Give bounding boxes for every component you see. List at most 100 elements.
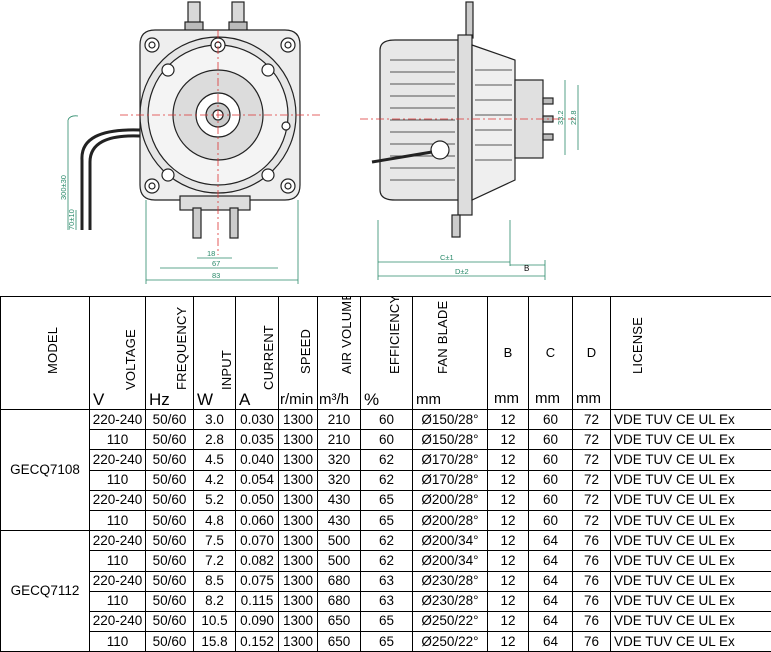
frequency-cell: 50/60 xyxy=(145,530,194,552)
d-cell: 72 xyxy=(572,469,611,491)
license-cell: VDE TUV CE UL Ex xyxy=(610,610,771,633)
license-cell: VDE TUV CE UL Ex xyxy=(610,570,771,592)
side-dimension-lines xyxy=(377,80,579,280)
c-cell: 60 xyxy=(528,509,573,532)
dim-67-label: 67 xyxy=(212,259,220,268)
frequency-cell: 50/60 xyxy=(145,469,194,491)
efficiency-cell: 65 xyxy=(360,489,413,511)
b-cell: 12 xyxy=(487,610,529,633)
dim-22-label: 22.8 xyxy=(569,110,578,125)
d-cell: 72 xyxy=(572,489,611,511)
fan-blade-cell: Ø200/34° xyxy=(412,530,488,552)
license-cell: VDE TUV CE UL Ex xyxy=(610,429,771,451)
license-cell: VDE TUV CE UL Ex xyxy=(610,408,771,431)
speed-cell: 1300 xyxy=(278,530,318,552)
current-cell: 0.075 xyxy=(235,570,279,592)
efficiency-cell: 65 xyxy=(360,509,413,532)
speed-cell: 1300 xyxy=(278,570,318,592)
efficiency-cell: 62 xyxy=(360,530,413,552)
c-cell: 64 xyxy=(528,631,573,652)
input-cell: 7.5 xyxy=(193,530,236,552)
speed-cell: 1300 xyxy=(278,631,318,652)
model-cell: GECQ7108 xyxy=(0,408,90,532)
air-volume-cell: 650 xyxy=(317,610,361,633)
frequency-cell: 50/60 xyxy=(145,509,194,532)
current-cell: 0.030 xyxy=(235,408,279,431)
dim-18-label: 18 xyxy=(207,249,215,258)
d-cell: 72 xyxy=(572,408,611,431)
current-cell: 0.054 xyxy=(235,469,279,491)
front-dimension-lines xyxy=(67,115,299,284)
input-cell: 8.5 xyxy=(193,570,236,592)
speed-cell: 1300 xyxy=(278,550,318,572)
air-volume-cell: 210 xyxy=(317,429,361,451)
frequency-cell: 50/60 xyxy=(145,550,194,572)
frequency-cell: 50/60 xyxy=(145,610,194,633)
air-volume-cell: 320 xyxy=(317,449,361,471)
d-cell: 72 xyxy=(572,429,611,451)
b-cell: 12 xyxy=(487,509,529,532)
current-cell: 0.090 xyxy=(235,610,279,633)
frequency-cell: 50/60 xyxy=(145,590,194,612)
d-cell: 76 xyxy=(572,610,611,633)
input-cell: 8.2 xyxy=(193,590,236,612)
voltage-cell: 110 xyxy=(89,550,146,572)
efficiency-cell: 62 xyxy=(360,449,413,471)
license-cell: VDE TUV CE UL Ex xyxy=(610,469,771,491)
voltage-cell: 110 xyxy=(89,429,146,451)
air-volume-cell: 320 xyxy=(317,469,361,491)
frequency-cell: 50/60 xyxy=(145,429,194,451)
d-cell: 76 xyxy=(572,530,611,552)
air-volume-cell: 680 xyxy=(317,590,361,612)
license-cell: VDE TUV CE UL Ex xyxy=(610,489,771,511)
fan-blade-cell: Ø230/28° xyxy=(412,590,488,612)
current-cell: 0.050 xyxy=(235,489,279,511)
c-cell: 64 xyxy=(528,570,573,592)
fan-blade-cell: Ø200/28° xyxy=(412,509,488,532)
efficiency-cell: 60 xyxy=(360,408,413,431)
speed-cell: 1300 xyxy=(278,509,318,532)
frequency-cell: 50/60 xyxy=(145,631,194,652)
air-volume-cell: 210 xyxy=(317,408,361,431)
c-cell: 60 xyxy=(528,408,573,431)
dim-c-label: C±1 xyxy=(440,253,454,262)
dim-33-label: 33.2 xyxy=(556,110,565,125)
license-cell: VDE TUV CE UL Ex xyxy=(610,590,771,612)
speed-cell: 1300 xyxy=(278,429,318,451)
current-cell: 0.035 xyxy=(235,429,279,451)
input-cell: 4.8 xyxy=(193,509,236,532)
voltage-cell: 220-240 xyxy=(89,610,146,633)
c-cell: 64 xyxy=(528,590,573,612)
d-cell: 72 xyxy=(572,449,611,471)
front-view xyxy=(80,1,301,239)
efficiency-cell: 63 xyxy=(360,590,413,612)
b-cell: 12 xyxy=(487,408,529,431)
front-center-lines xyxy=(120,30,320,255)
voltage-cell: 110 xyxy=(89,590,146,612)
current-cell: 0.082 xyxy=(235,550,279,572)
voltage-cell: 220-240 xyxy=(89,408,146,431)
speed-cell: 1300 xyxy=(278,610,318,633)
c-cell: 60 xyxy=(528,469,573,491)
c-cell: 60 xyxy=(528,449,573,471)
motor-technical-drawing: 18 67 83 300±30 70±10 xyxy=(59,1,579,284)
fan-blade-cell: Ø200/34° xyxy=(412,550,488,572)
c-cell: 60 xyxy=(528,429,573,451)
license-cell: VDE TUV CE UL Ex xyxy=(610,530,771,552)
license-cell: VDE TUV CE UL Ex xyxy=(610,631,771,652)
speed-cell: 1300 xyxy=(278,590,318,612)
current-cell: 0.152 xyxy=(235,631,279,652)
input-cell: 2.8 xyxy=(193,429,236,451)
efficiency-cell: 65 xyxy=(360,631,413,652)
d-cell: 72 xyxy=(572,509,611,532)
